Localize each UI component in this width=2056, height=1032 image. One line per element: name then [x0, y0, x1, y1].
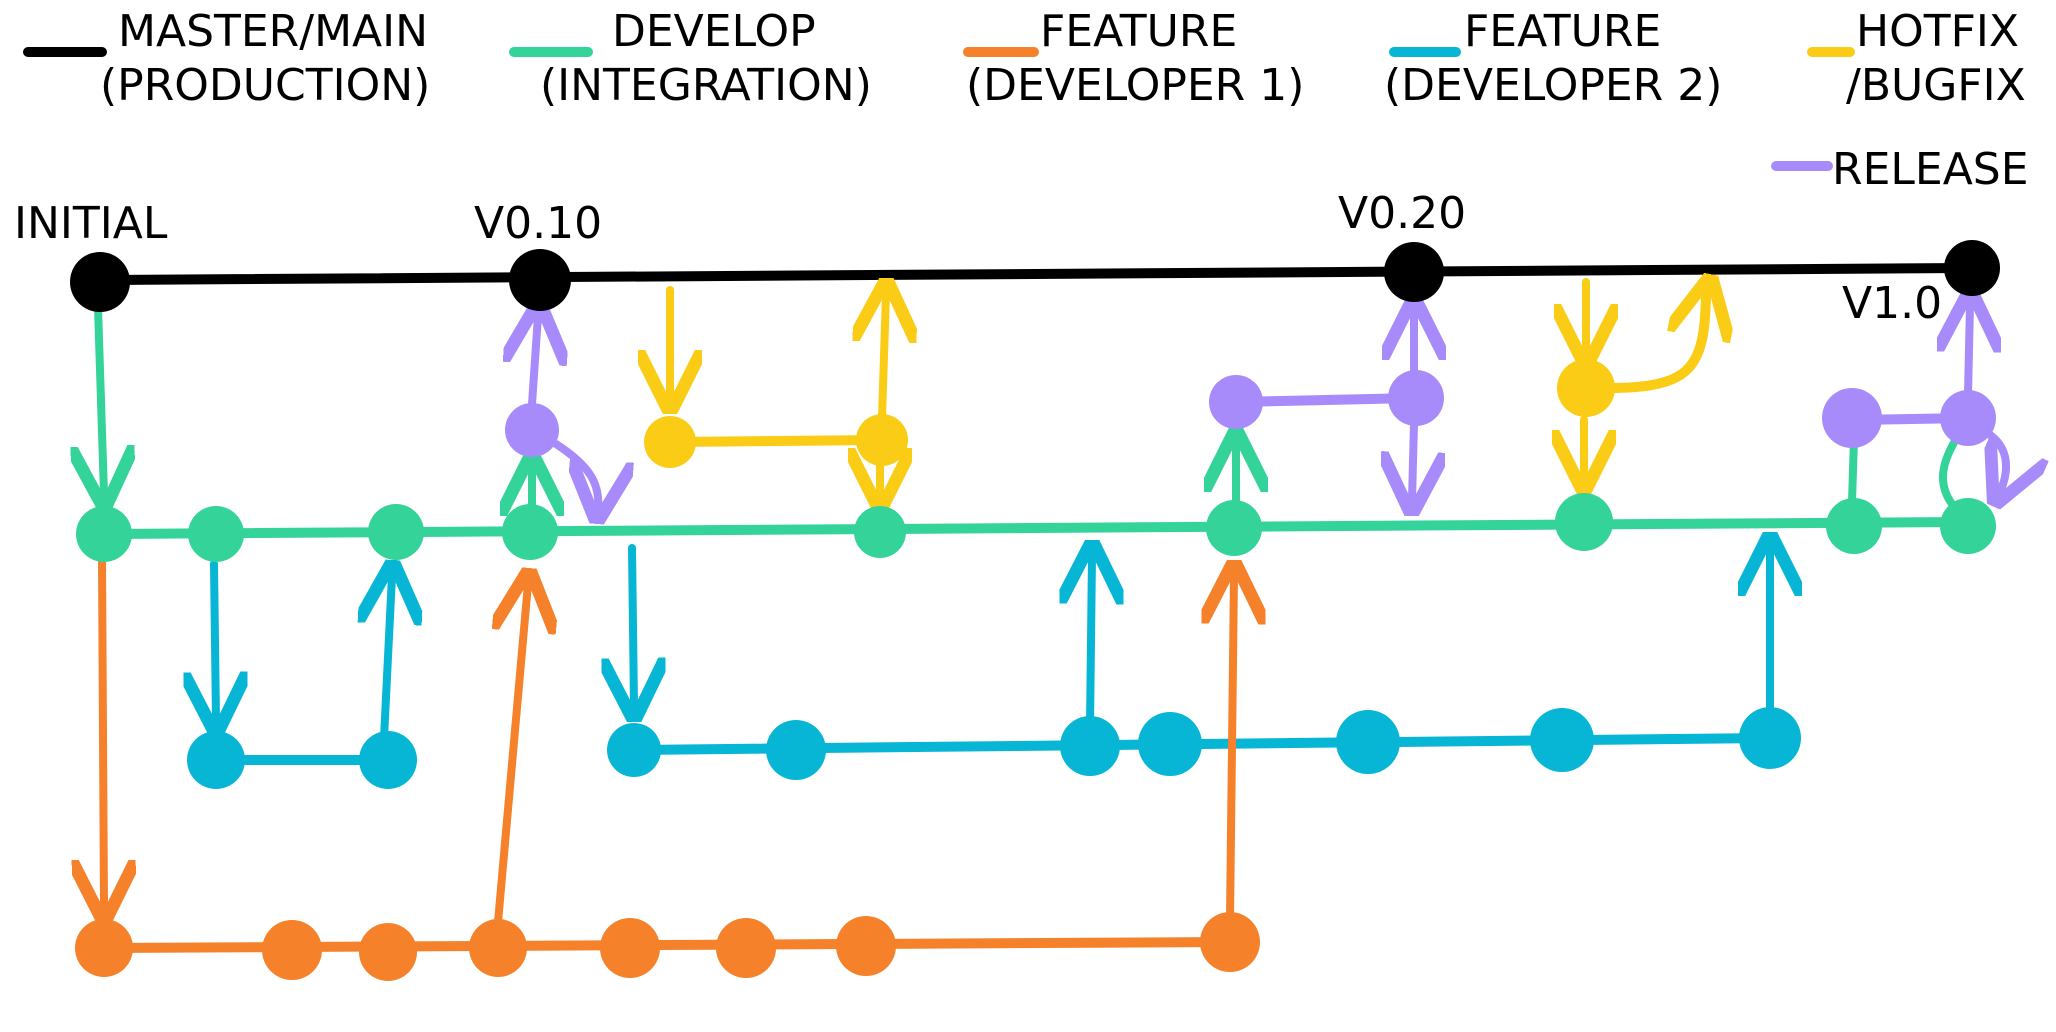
commit-develop — [76, 506, 132, 562]
legend-item-master: MASTER/MAIN (PRODUCTION) — [23, 6, 430, 111]
link-develop-to-release3 — [1848, 434, 1858, 506]
arrow-hotfix1-to-master — [882, 294, 886, 422]
commit-feature1 — [1200, 912, 1260, 972]
commit-feature2 — [1060, 716, 1120, 776]
commit-release — [1940, 390, 1996, 446]
arrow-develop-to-feature2a — [214, 560, 216, 720]
commit-feature2 — [766, 720, 826, 780]
arrow-release3-to-develop — [1982, 428, 2006, 492]
feature2-commits — [187, 707, 1801, 789]
arrow-release3-to-master — [1968, 304, 1970, 398]
legend-item-feature1: FEATURE (DEVELOPER 1) — [963, 6, 1304, 111]
tag-v010: V0.10 — [474, 198, 602, 249]
commit-feature2 — [1739, 707, 1801, 769]
release1-branch-line — [1231, 393, 1421, 407]
arrow-develop-to-feature1 — [102, 556, 104, 908]
arrow-feature2b-merge-1 — [1090, 556, 1092, 730]
legend-sublabel-master: (PRODUCTION) — [100, 60, 430, 111]
commit-feature1 — [262, 920, 322, 980]
master-branch-line — [95, 263, 1973, 285]
feature2-arrows — [214, 544, 1770, 742]
commit-develop — [1940, 498, 1996, 554]
develop-arrows — [98, 304, 1964, 510]
commit-feature1 — [359, 923, 417, 981]
arrow-develop-to-feature2b — [632, 544, 634, 706]
commit-feature2 — [359, 731, 417, 789]
commit-hotfix — [1557, 359, 1615, 417]
legend-label-master: MASTER/MAIN — [118, 6, 428, 57]
commit-feature1 — [469, 919, 527, 977]
feature1-commits — [75, 912, 1260, 981]
commit-develop — [188, 506, 244, 562]
release-arrows — [532, 304, 2006, 508]
legend-item-release: RELEASE — [1771, 144, 2029, 195]
commit-master-initial — [70, 252, 130, 312]
commit-master-v020 — [1384, 242, 1444, 302]
arrow-feature2a-merge — [384, 576, 392, 742]
hotfix1-branch-line — [665, 435, 889, 447]
commit-develop — [854, 506, 906, 558]
legend-label-hotfix: HOTFIX — [1856, 6, 2019, 57]
legend-label-feature1: FEATURE — [1040, 6, 1237, 57]
arrow-release2-to-develop — [1412, 420, 1414, 500]
arrow-initial-to-develop — [98, 304, 104, 494]
hotfix-arrows — [670, 282, 1708, 496]
commit-develop — [502, 504, 558, 560]
commit-feature1 — [836, 916, 896, 976]
commit-feature2 — [607, 723, 661, 777]
legend-item-feature2: FEATURE (DEVELOPER 2) — [1384, 6, 1722, 111]
hotfix-commits — [644, 359, 1615, 468]
commit-develop — [1206, 500, 1262, 556]
legend-sublabel-develop: (INTEGRATION) — [540, 60, 872, 111]
legend-sublabel-feature1: (DEVELOPER 1) — [966, 60, 1304, 111]
commit-master-v10 — [1944, 240, 2000, 296]
commit-master-v010 — [509, 249, 571, 311]
legend-item-hotfix: HOTFIX /BUGFIX — [1807, 6, 2026, 111]
commit-feature2 — [1138, 712, 1202, 776]
arrow-feature1-merge-1 — [498, 584, 528, 926]
commit-release — [1209, 375, 1263, 429]
arrow-release1-to-develop — [552, 440, 598, 508]
tag-initial: INITIAL — [14, 198, 168, 249]
develop-commits — [76, 493, 1996, 562]
commit-feature2 — [1336, 710, 1400, 774]
commit-release — [1388, 370, 1444, 426]
master-commits — [70, 240, 2000, 312]
release-commits — [505, 370, 1996, 457]
tag-v10: V1.0 — [1842, 278, 1942, 329]
commit-develop — [1826, 498, 1882, 554]
commit-feature1 — [600, 918, 660, 978]
legend-item-develop: DEVELOP (INTEGRATION) — [509, 6, 872, 111]
commit-feature2 — [1530, 708, 1594, 772]
feature1-arrows — [102, 556, 1234, 926]
commit-feature1 — [75, 919, 133, 977]
tag-v020: V0.20 — [1338, 188, 1466, 239]
legend-label-develop: DEVELOP — [612, 6, 816, 57]
legend-label-release: RELEASE — [1832, 144, 2029, 195]
commit-feature2 — [187, 731, 245, 789]
commit-feature1 — [716, 918, 776, 978]
commit-hotfix — [856, 414, 908, 466]
commit-release — [1822, 388, 1882, 448]
arrow-release1-to-master — [532, 316, 538, 408]
legend-sublabel-feature2: (DEVELOPER 2) — [1384, 60, 1722, 111]
legend-sublabel-hotfix: /BUGFIX — [1846, 60, 2026, 111]
arrow-feature1-merge-2 — [1230, 576, 1234, 922]
arrow-hotfix2-to-master — [1706, 290, 1708, 300]
legend-label-feature2: FEATURE — [1464, 6, 1661, 57]
commit-release — [505, 403, 559, 457]
commit-develop — [1555, 493, 1613, 551]
commit-develop — [368, 504, 424, 560]
commit-hotfix — [644, 416, 696, 468]
legend: MASTER/MAIN (PRODUCTION) DEVELOP (INTEGR… — [23, 6, 2029, 195]
